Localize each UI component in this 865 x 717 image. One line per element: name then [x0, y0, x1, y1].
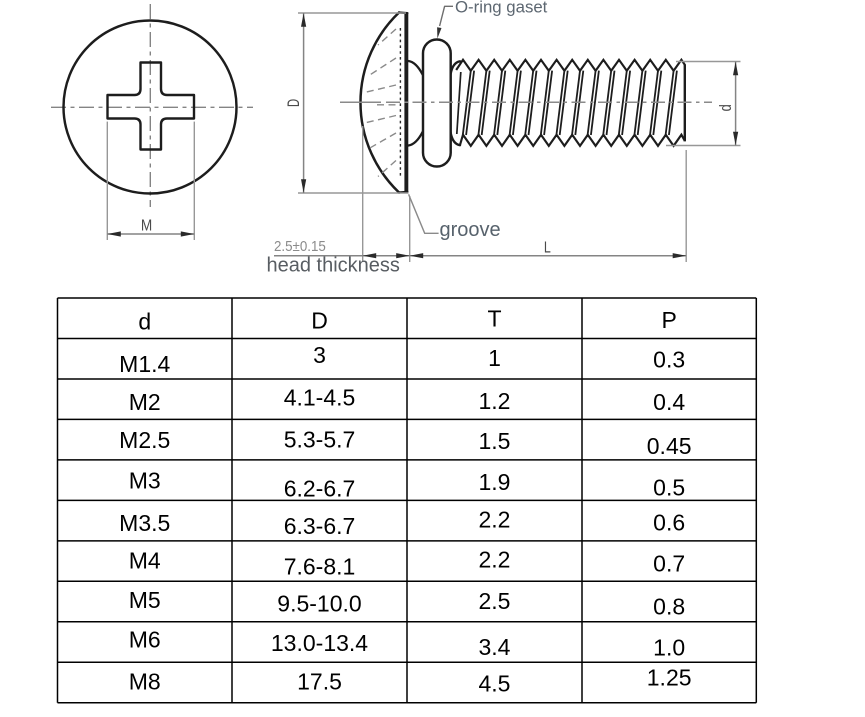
svg-text:L: L — [544, 239, 551, 257]
svg-text:M5: M5 — [129, 587, 161, 613]
svg-text:M6: M6 — [129, 626, 161, 652]
svg-text:4.5: 4.5 — [479, 670, 511, 696]
svg-text:head thickness: head thickness — [267, 255, 400, 277]
svg-text:4.1-4.5: 4.1-4.5 — [284, 385, 356, 411]
svg-text:2.2: 2.2 — [479, 506, 511, 532]
svg-text:M8: M8 — [129, 668, 161, 694]
svg-text:3.4: 3.4 — [479, 634, 511, 660]
svg-text:3: 3 — [313, 342, 326, 368]
svg-text:M2.5: M2.5 — [119, 427, 170, 453]
svg-text:D: D — [285, 99, 304, 107]
svg-text:0.3: 0.3 — [653, 346, 685, 372]
svg-text:1: 1 — [488, 345, 501, 371]
svg-text:D: D — [311, 308, 328, 334]
svg-text:5.3-5.7: 5.3-5.7 — [284, 427, 356, 453]
svg-text:0.8: 0.8 — [653, 593, 685, 619]
svg-text:1.0: 1.0 — [653, 635, 685, 661]
svg-text:M3: M3 — [129, 468, 161, 494]
svg-text:9.5-10.0: 9.5-10.0 — [277, 591, 361, 617]
svg-text:1.25: 1.25 — [647, 665, 692, 691]
svg-text:M2: M2 — [129, 389, 161, 415]
svg-text:M3.5: M3.5 — [119, 510, 170, 536]
svg-text:1.2: 1.2 — [479, 388, 511, 414]
svg-text:6.3-6.7: 6.3-6.7 — [284, 513, 356, 539]
svg-text:M: M — [141, 218, 152, 235]
svg-text:M4: M4 — [129, 548, 161, 574]
svg-text:0.5: 0.5 — [653, 474, 685, 500]
svg-text:6.2-6.7: 6.2-6.7 — [284, 475, 356, 501]
svg-text:d: d — [138, 309, 151, 335]
svg-text:2.2: 2.2 — [479, 547, 511, 573]
svg-text:T: T — [487, 306, 501, 332]
svg-text:17.5: 17.5 — [297, 668, 342, 694]
svg-text:d: d — [716, 104, 735, 111]
svg-text:1.5: 1.5 — [479, 428, 511, 454]
svg-text:7.6-8.1: 7.6-8.1 — [284, 553, 356, 579]
svg-text:0.45: 0.45 — [647, 433, 692, 459]
svg-text:1.9: 1.9 — [479, 469, 511, 495]
svg-text:0.6: 0.6 — [653, 509, 685, 535]
svg-text:2.5±0.15: 2.5±0.15 — [274, 237, 326, 254]
svg-text:groove: groove — [440, 219, 501, 241]
svg-text:13.0-13.4: 13.0-13.4 — [271, 630, 368, 656]
svg-text:M1.4: M1.4 — [119, 351, 170, 377]
svg-text:P: P — [661, 307, 676, 333]
svg-text:2.5: 2.5 — [479, 588, 511, 614]
svg-text:0.7: 0.7 — [653, 551, 685, 577]
svg-text:O-ring gaset: O-ring gaset — [455, 0, 548, 17]
svg-text:0.4: 0.4 — [653, 389, 685, 415]
